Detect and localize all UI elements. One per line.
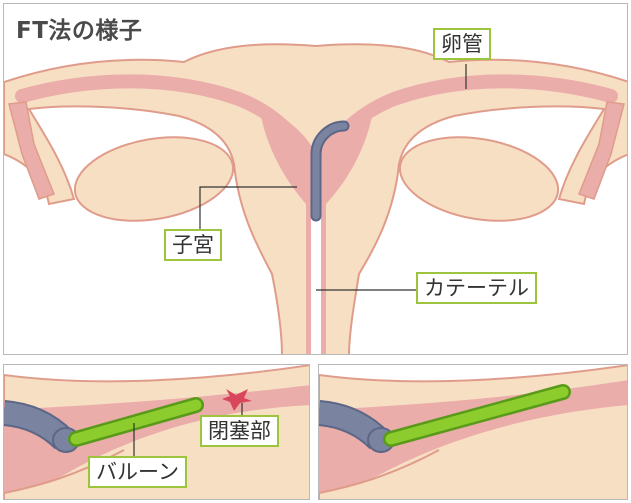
catheter-label: カテーテル [416,272,537,304]
diagram-title: FT法の様子 [16,18,143,44]
right-fimbriae [578,101,625,200]
cervical-canal [311,204,321,354]
right-ovary [398,136,560,222]
left-ovary [73,136,235,222]
tube-lumen [4,385,309,493]
uterus-leader [199,186,297,229]
left-fimbriae [8,101,55,200]
tube-lumen [319,380,627,493]
occlusion-label: 閉塞部 [200,415,279,447]
result-detail-illustration [319,365,627,499]
balloon-detail-illustration [4,365,309,499]
balloon-detail-panel: 閉塞部 バルーン [3,364,310,500]
main-diagram-panel: FT法の様子 卵管 子宮 カテーテル [3,3,628,355]
uterus-label: 子宮 [164,229,222,261]
balloon-label: バルーン [88,456,187,488]
result-detail-panel [318,364,628,500]
uterus-illustration [4,43,627,354]
occlusion-mark [222,389,252,411]
fallopian-tube-label: 卵管 [433,28,491,60]
